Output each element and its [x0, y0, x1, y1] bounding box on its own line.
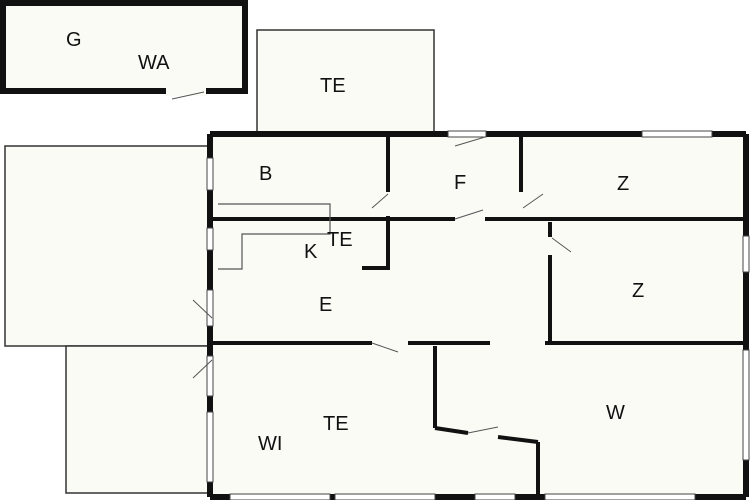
garage-door-swing: [171, 91, 205, 100]
kitchen-counter: [218, 203, 331, 270]
door-swings: [192, 136, 572, 434]
interior-walls: [213, 137, 746, 494]
room-label-te-mid: TE: [327, 229, 353, 251]
room-label-wi: WI: [258, 433, 282, 455]
room-label-te-bottom: TE: [323, 413, 349, 435]
garage-door-gap: [166, 86, 206, 96]
room-label-w: W: [606, 402, 625, 424]
room-label-te-top: TE: [320, 75, 346, 97]
terrace-left-lower: [65, 345, 214, 494]
room-label-b: B: [259, 163, 272, 185]
room-label-z-top: Z: [617, 173, 629, 195]
room-label-wa: WA: [138, 52, 170, 74]
house-floor: [213, 137, 743, 495]
terrace-top: [256, 29, 435, 135]
windows: [206, 130, 750, 500]
room-label-z-mid: Z: [632, 280, 644, 302]
terrace-left-upper: [4, 145, 214, 347]
room-label-k: K: [304, 241, 318, 263]
garage: [0, 0, 248, 94]
room-label-f: F: [454, 172, 466, 194]
room-label-g: G: [66, 29, 82, 51]
room-label-e: E: [319, 294, 332, 316]
